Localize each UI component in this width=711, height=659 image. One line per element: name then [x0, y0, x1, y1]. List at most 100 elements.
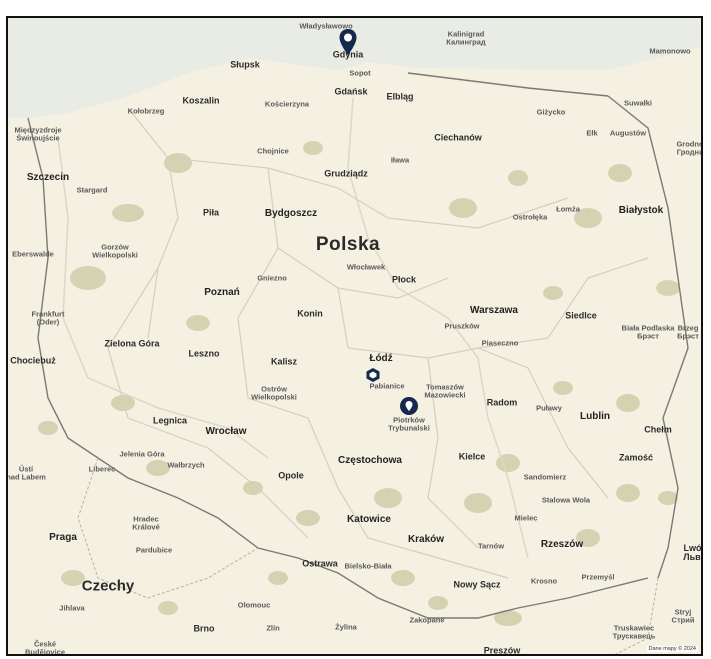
city-label[interactable]: Żylina	[335, 622, 357, 632]
city-label[interactable]: Opole	[278, 470, 304, 481]
city-label[interactable]: Zielona Góra	[104, 338, 160, 349]
city-label[interactable]: Bielsko-Biała	[344, 561, 392, 571]
city-label[interactable]: Legnica	[152, 415, 188, 426]
city-label[interactable]: Chojnice	[257, 146, 289, 156]
city-label[interactable]: Przemyśl	[581, 572, 615, 582]
city-label[interactable]: Jelenia Góra	[119, 449, 165, 459]
city-label[interactable]: Kalisz	[270, 356, 298, 367]
city-label[interactable]: Preszów	[483, 645, 521, 656]
city-label[interactable]: Elbląg	[386, 91, 414, 102]
city-label[interactable]: Nowy Sącz	[453, 579, 501, 590]
city-label[interactable]: Płock	[391, 274, 417, 285]
city-label[interactable]: Mielec	[514, 513, 538, 523]
city-label[interactable]: Tarnów	[477, 541, 505, 551]
map-pin-icon	[339, 29, 357, 55]
forest-areas	[38, 141, 680, 626]
city-label[interactable]: Włocławek	[346, 262, 386, 272]
city-label[interactable]: Pruszków	[444, 321, 480, 331]
city-label[interactable]: Pardubice	[135, 545, 173, 555]
city-label[interactable]: Suwałki	[624, 98, 652, 108]
city-label[interactable]: Mamonowo	[649, 46, 691, 56]
city-label[interactable]: Chełm	[644, 424, 672, 435]
country-label-poland: Polska	[315, 234, 381, 255]
city-label[interactable]: Łódź	[369, 353, 393, 364]
baltic-sea	[8, 18, 701, 118]
city-label[interactable]: Piaseczno	[481, 338, 519, 348]
city-label[interactable]: Wałbrzych	[167, 460, 205, 470]
city-label[interactable]: Praga	[49, 532, 77, 543]
city-label[interactable]: Kielce	[458, 451, 486, 462]
city-label[interactable]: Sopot	[349, 68, 371, 78]
city-label[interactable]: Kościerzyna	[264, 99, 310, 109]
city-label[interactable]: Katowice	[347, 514, 391, 525]
city-label[interactable]: Stargard	[76, 185, 108, 195]
city-label[interactable]: Puławy	[536, 403, 562, 413]
map-frame: GdyniaSopotGdańskWładysławowoKalinigradК…	[6, 16, 703, 656]
city-label[interactable]: Bydgoszcz	[264, 208, 318, 219]
city-label[interactable]: Zlín	[266, 623, 280, 633]
city-label[interactable]: Ciechanów	[434, 132, 482, 143]
map-pin-marker-gdynia[interactable]	[338, 28, 358, 61]
city-label[interactable]: Liberec	[88, 464, 116, 474]
city-label[interactable]: Leszno	[188, 348, 220, 359]
city-label[interactable]: Warszawa	[470, 305, 518, 316]
city-label[interactable]: Olomouc	[237, 600, 271, 610]
city-label[interactable]: Gniezno	[257, 273, 287, 283]
city-label[interactable]: Kraków	[407, 534, 445, 545]
city-label[interactable]: Kołobrzeg	[127, 106, 165, 116]
city-label[interactable]: Radom	[486, 397, 518, 408]
city-label[interactable]: Ełk	[586, 128, 598, 138]
city-label[interactable]: Gdańsk	[334, 86, 368, 97]
city-label[interactable]: Siedlce	[565, 310, 597, 321]
city-label[interactable]: Stalowa Wola	[541, 495, 591, 505]
city-label[interactable]: LwówЛьвів	[683, 543, 703, 562]
city-label[interactable]: Piła	[202, 207, 220, 218]
city-label[interactable]: Pabianice	[369, 381, 405, 391]
city-label[interactable]: Zakopane	[409, 615, 445, 625]
city-label[interactable]: Sandomierz	[523, 472, 567, 482]
city-label[interactable]: Poznań	[204, 287, 240, 298]
city-label[interactable]: Eberswalde	[12, 249, 54, 259]
city-label[interactable]: Brno	[193, 623, 215, 634]
city-label[interactable]: Augustów	[609, 128, 647, 138]
city-label[interactable]: Wrocław	[205, 426, 247, 437]
city-label[interactable]: Iława	[390, 155, 410, 165]
city-label[interactable]: Częstochowa	[338, 455, 402, 466]
city-label[interactable]: Zamość	[618, 452, 654, 463]
city-label[interactable]: Białystok	[618, 205, 664, 216]
city-label[interactable]: Lublin	[580, 411, 610, 422]
city-label[interactable]: Ostrołęka	[512, 212, 548, 222]
city-label[interactable]: Słupsk	[230, 59, 260, 70]
city-label[interactable]: Koszalin	[182, 95, 220, 106]
city-label[interactable]: Giżycko	[536, 107, 566, 117]
city-label[interactable]: Rzeszów	[540, 539, 584, 550]
city-label[interactable]: Szczecin	[26, 172, 70, 183]
city-label[interactable]: Grudziądz	[324, 168, 368, 179]
city-label[interactable]: Frankfurt(Oder)	[31, 309, 65, 326]
city-label[interactable]: Konin	[297, 308, 323, 319]
city-label[interactable]: Jihlava	[59, 603, 85, 613]
city-label[interactable]: Chociebuż	[10, 355, 56, 366]
city-label[interactable]: Władysławowo	[299, 21, 353, 31]
city-label[interactable]: Łomża	[556, 204, 580, 214]
national-border	[27, 72, 689, 619]
hexagon-marker-pabianice[interactable]	[365, 367, 381, 388]
location-marker-piotrkow[interactable]	[399, 396, 419, 421]
city-label[interactable]: Ostrawa	[302, 558, 338, 569]
map-canvas[interactable]	[8, 18, 703, 656]
city-label[interactable]: Krosno	[530, 576, 558, 586]
